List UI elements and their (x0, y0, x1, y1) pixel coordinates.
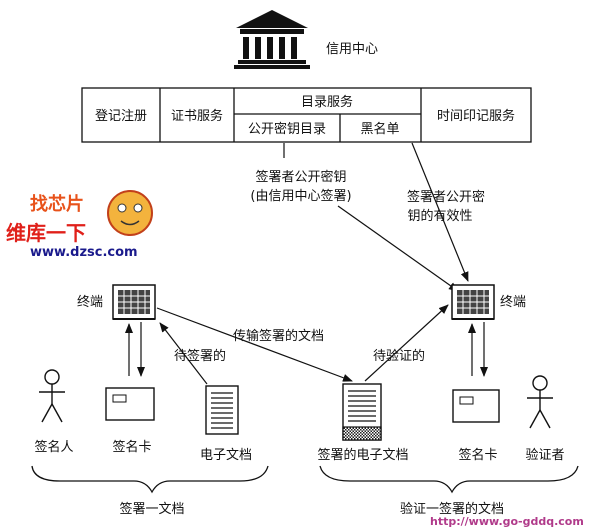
verifier-person-icon (527, 375, 553, 429)
footer-watermark-url: http://www.go-gddq.com (430, 515, 584, 528)
directory-service: 目录服务 (301, 94, 353, 110)
watermark-logo-text: 找芯片 (30, 193, 84, 215)
certificate-service: 证书服务 (171, 108, 223, 124)
dzsc-watermark: 找芯片 维库一下 www.dzsc.com (6, 190, 153, 260)
e-document-icon (205, 385, 239, 435)
terminal-right-label: 终端 (500, 294, 526, 310)
transmit-label: 传输签署的文档 (233, 328, 324, 344)
to-verify-arrow (364, 304, 449, 382)
to-sign-arrow (159, 322, 208, 385)
timestamp-service: 时间印记服务 (437, 108, 515, 124)
signer-label: 签名人 (34, 439, 73, 455)
public-key-directory: 公开密钥目录 (248, 121, 326, 137)
verify-group-brace (319, 465, 579, 494)
e-document-label: 电子文档 (200, 448, 252, 463)
to-verify-label: 待验证的 (373, 348, 425, 364)
sign-card-right-icon (452, 389, 500, 423)
validity-arrow (411, 142, 469, 282)
signed-document-icon (342, 383, 382, 441)
watermark-site: www.dzsc.com (30, 245, 138, 260)
terminal-left-icon (112, 284, 156, 320)
bank-building-icon (234, 10, 310, 69)
transmit-arrow (156, 307, 353, 382)
signed-document-label: 签署的电子文档 (317, 447, 408, 463)
sign-card-left-icon (105, 387, 155, 421)
verify-group-label: 验证一签署的文档 (400, 501, 504, 517)
registration-service: 登记注册 (95, 109, 147, 124)
sign-card-right-label: 签名卡 (458, 447, 497, 463)
to-sign-label: 待签署的 (174, 348, 226, 364)
signer-pubkey-label-2: (由信用中心签署) (250, 188, 351, 204)
verifier-label: 验证者 (525, 447, 564, 463)
watermark-brand: 维库一下 (6, 221, 86, 245)
signer-person-icon (39, 369, 65, 423)
blacklist: 黑名单 (360, 121, 399, 137)
terminal-left-label: 终端 (77, 294, 103, 310)
sign-group-brace (31, 465, 269, 494)
sign-card-left-label: 签名卡 (112, 439, 151, 455)
validity-label-1: 签署者公开密 (407, 189, 485, 205)
pubkey-arrow (337, 205, 459, 292)
credit-center-label: 信用中心 (326, 42, 378, 57)
validity-label-2: 钥的有效性 (407, 208, 472, 224)
sign-group-label: 签署一文档 (119, 501, 184, 517)
terminal-right-icon (451, 284, 495, 320)
signer-pubkey-label-1: 签署者公开密钥 (255, 169, 346, 185)
services-table (81, 87, 532, 143)
